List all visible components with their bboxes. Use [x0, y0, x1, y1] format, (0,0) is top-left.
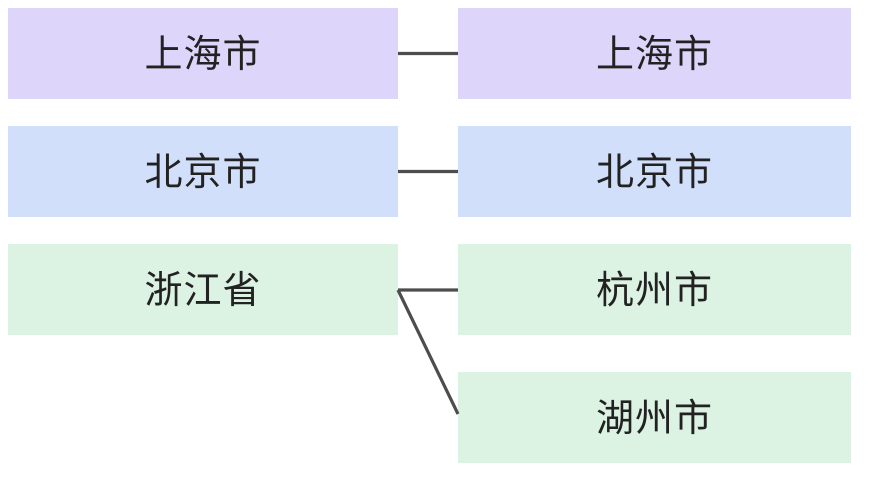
left-node-shanghai-label: 上海市: [144, 31, 262, 76]
right-node-huzhou-label: 湖州市: [595, 395, 713, 440]
right-node-hangzhou[interactable]: 杭州市: [458, 244, 851, 335]
left-node-zhejiang[interactable]: 浙江省: [8, 244, 398, 335]
left-node-zhejiang-label: 浙江省: [144, 267, 262, 312]
right-node-huzhou[interactable]: 湖州市: [458, 372, 851, 463]
left-node-beijing-label: 北京市: [144, 149, 262, 194]
right-node-shanghai-label: 上海市: [595, 31, 713, 76]
left-node-beijing[interactable]: 北京市: [8, 126, 398, 217]
right-node-beijing[interactable]: 北京市: [458, 126, 851, 217]
right-node-shanghai[interactable]: 上海市: [458, 8, 851, 99]
connector-zhejiang-huzhou: [396, 289, 460, 415]
right-node-hangzhou-label: 杭州市: [595, 267, 713, 312]
left-node-shanghai[interactable]: 上海市: [8, 8, 398, 99]
right-node-beijing-label: 北京市: [595, 149, 713, 194]
